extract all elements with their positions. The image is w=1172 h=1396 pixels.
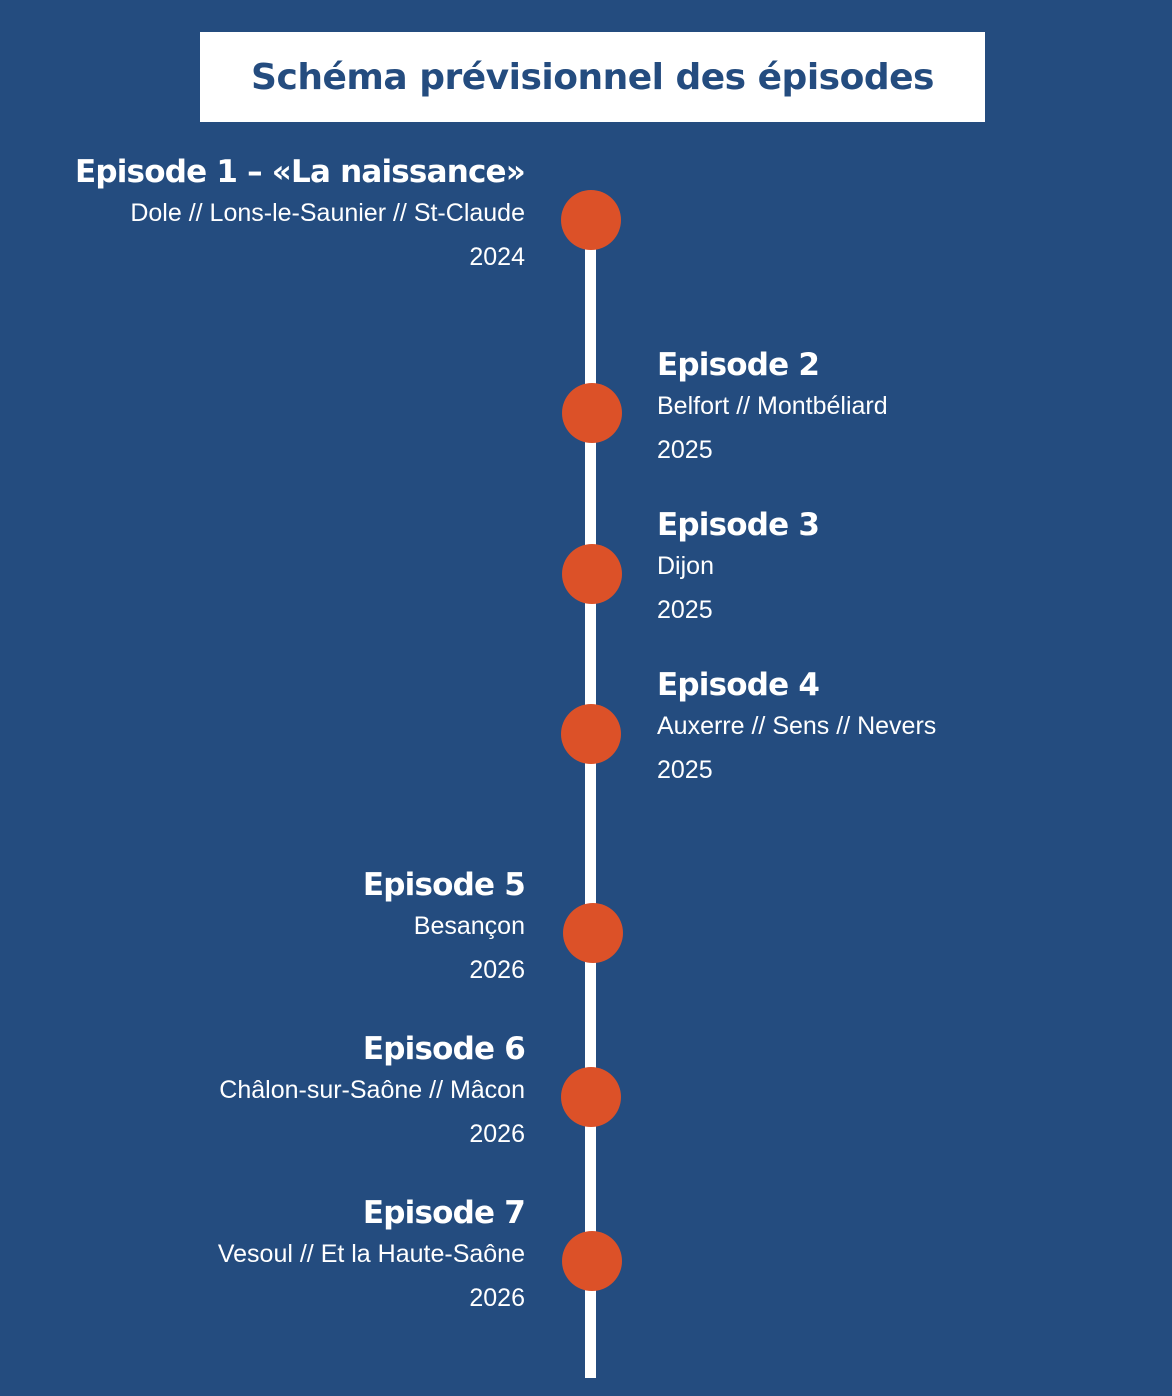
episode-5-cities: Besançon (413, 912, 525, 940)
episode-1-title: Episode 1 – «La naissance» (74, 154, 526, 190)
episode-5: Episode 5 Besançon 2026 (362, 865, 526, 985)
episode-1-cities: Dole // Lons-le-Saunier // St-Claude (130, 199, 525, 227)
episode-2-year: 2025 (657, 436, 713, 464)
episode-6: Episode 6 Châlon-sur-Saône // Mâcon 2026 (219, 1029, 526, 1149)
page-title: Schéma prévisionnel des épisodes (251, 56, 934, 98)
episode-3: Episode 3 Dijon 2025 (657, 505, 820, 625)
episode-2-cities: Belfort // Montbéliard (657, 392, 888, 420)
episode-5-year: 2026 (469, 956, 525, 984)
episode-7-cities: Vesoul // Et la Haute-Saône (217, 1240, 525, 1268)
episode-2: Episode 2 Belfort // Montbéliard 2025 (657, 345, 888, 465)
episode-1-year: 2024 (469, 243, 525, 271)
episode-4-year: 2025 (657, 756, 713, 784)
episode-7-year: 2026 (469, 1284, 525, 1312)
episode-6-year: 2026 (469, 1120, 525, 1148)
episode-3-year: 2025 (657, 596, 713, 624)
title-banner: Schéma prévisionnel des épisodes (200, 32, 985, 122)
episode-4-cities: Auxerre // Sens // Nevers (657, 712, 937, 740)
timeline-dot-episode-5 (563, 903, 623, 963)
timeline-dot-episode-3 (562, 544, 622, 604)
episode-6-cities: Châlon-sur-Saône // Mâcon (219, 1076, 525, 1104)
episode-3-cities: Dijon (657, 552, 714, 580)
timeline-dot-episode-7 (562, 1231, 622, 1291)
episode-4: Episode 4 Auxerre // Sens // Nevers 2025 (657, 665, 936, 785)
episode-2-title: Episode 2 (657, 347, 820, 383)
episode-4-title: Episode 4 (657, 667, 820, 703)
episode-6-title: Episode 6 (362, 1031, 526, 1067)
timeline-line (585, 222, 596, 1378)
episode-1: Episode 1 – «La naissance» Dole // Lons-… (74, 152, 526, 272)
timeline-dot-episode-1 (561, 190, 621, 250)
episode-7: Episode 7 Vesoul // Et la Haute-Saône 20… (217, 1193, 526, 1313)
episode-7-title: Episode 7 (362, 1195, 526, 1231)
episode-3-title: Episode 3 (657, 507, 820, 543)
episode-5-title: Episode 5 (362, 867, 526, 903)
timeline-dot-episode-4 (561, 704, 621, 764)
timeline-dot-episode-2 (562, 383, 622, 443)
timeline-dot-episode-6 (561, 1067, 621, 1127)
